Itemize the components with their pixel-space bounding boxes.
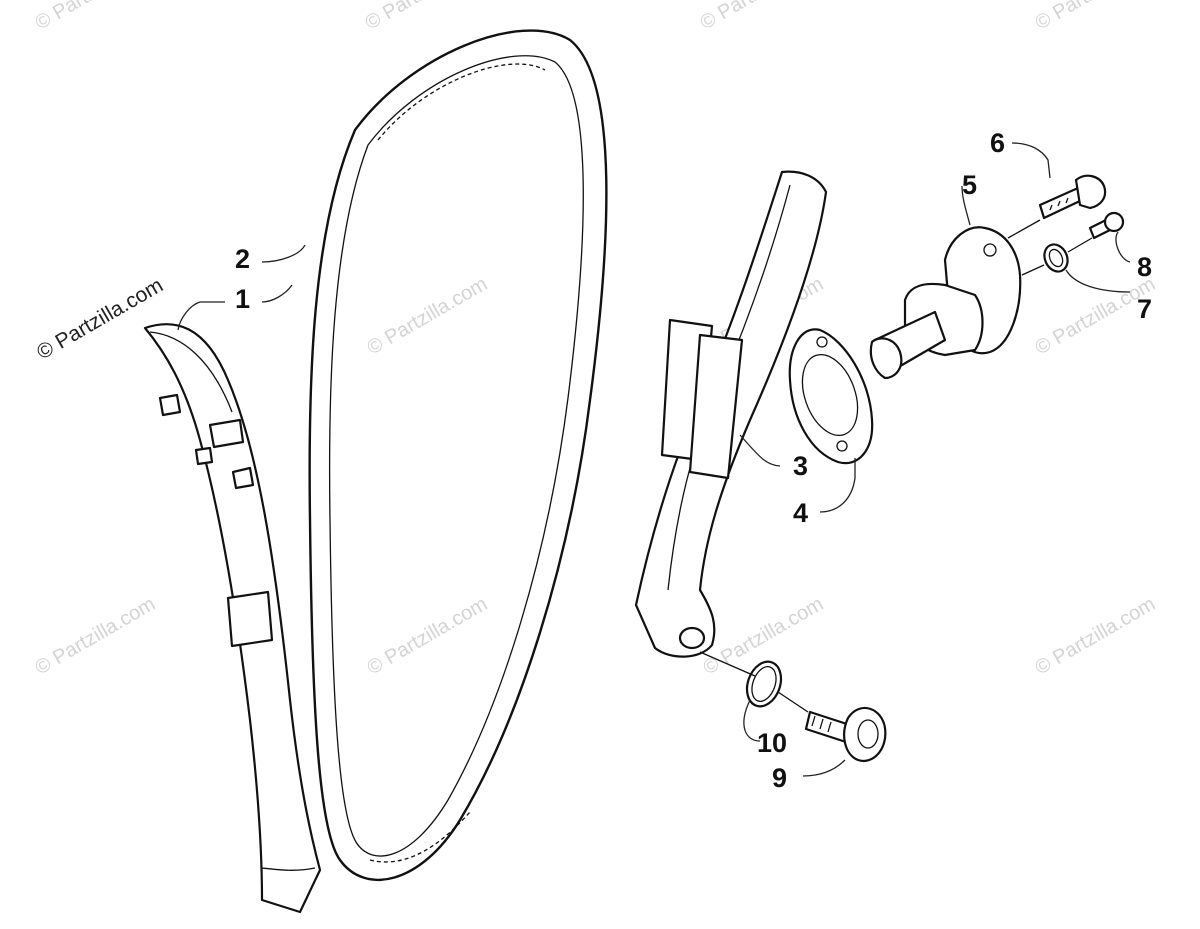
leader-lines [177, 142, 1131, 777]
watermark-text: © Partzilla.com [364, 273, 492, 359]
callout-6: 6 [990, 128, 1005, 158]
callout-1: 1 [235, 284, 250, 314]
watermark-text: © Partzilla.com [362, 0, 490, 34]
callout-3: 3 [793, 451, 808, 481]
pivot-bolt-part-9 [804, 707, 887, 763]
watermark-text: © Partzilla.com [697, 0, 825, 34]
callout-5: 5 [962, 170, 977, 200]
small-bolt-part-8 [1088, 211, 1125, 240]
tensioner-guide-part-3 [634, 170, 828, 658]
washer-part-7 [1043, 243, 1069, 273]
callout-7: 7 [1137, 294, 1152, 324]
callout-2: 2 [235, 244, 250, 274]
callout-labels: 2 1 3 4 6 5 8 7 10 9 [235, 128, 1152, 793]
callout-8: 8 [1137, 252, 1152, 282]
watermark-text: © Partzilla.com [364, 593, 492, 679]
callout-4: 4 [793, 498, 808, 528]
o-ring-part-10 [745, 660, 783, 708]
bolt-part-6 [1038, 174, 1107, 220]
watermark-text: © Partzilla.com [32, 0, 160, 34]
tensioner-body-part-5 [869, 226, 1022, 380]
watermark-text: © Partzilla.com [1032, 593, 1160, 679]
watermark-text: © Partzilla.com [1032, 0, 1160, 34]
gasket-part-4 [788, 328, 874, 465]
watermark-main-text: © Partzilla.com [33, 274, 167, 365]
assembly-lines [699, 219, 1093, 713]
callout-10: 10 [757, 728, 787, 758]
watermark-text: © Partzilla.com [32, 593, 160, 679]
chain-guide-part-1 [143, 323, 322, 914]
callout-9: 9 [772, 763, 787, 793]
timing-chain-part-2 [308, 29, 608, 882]
